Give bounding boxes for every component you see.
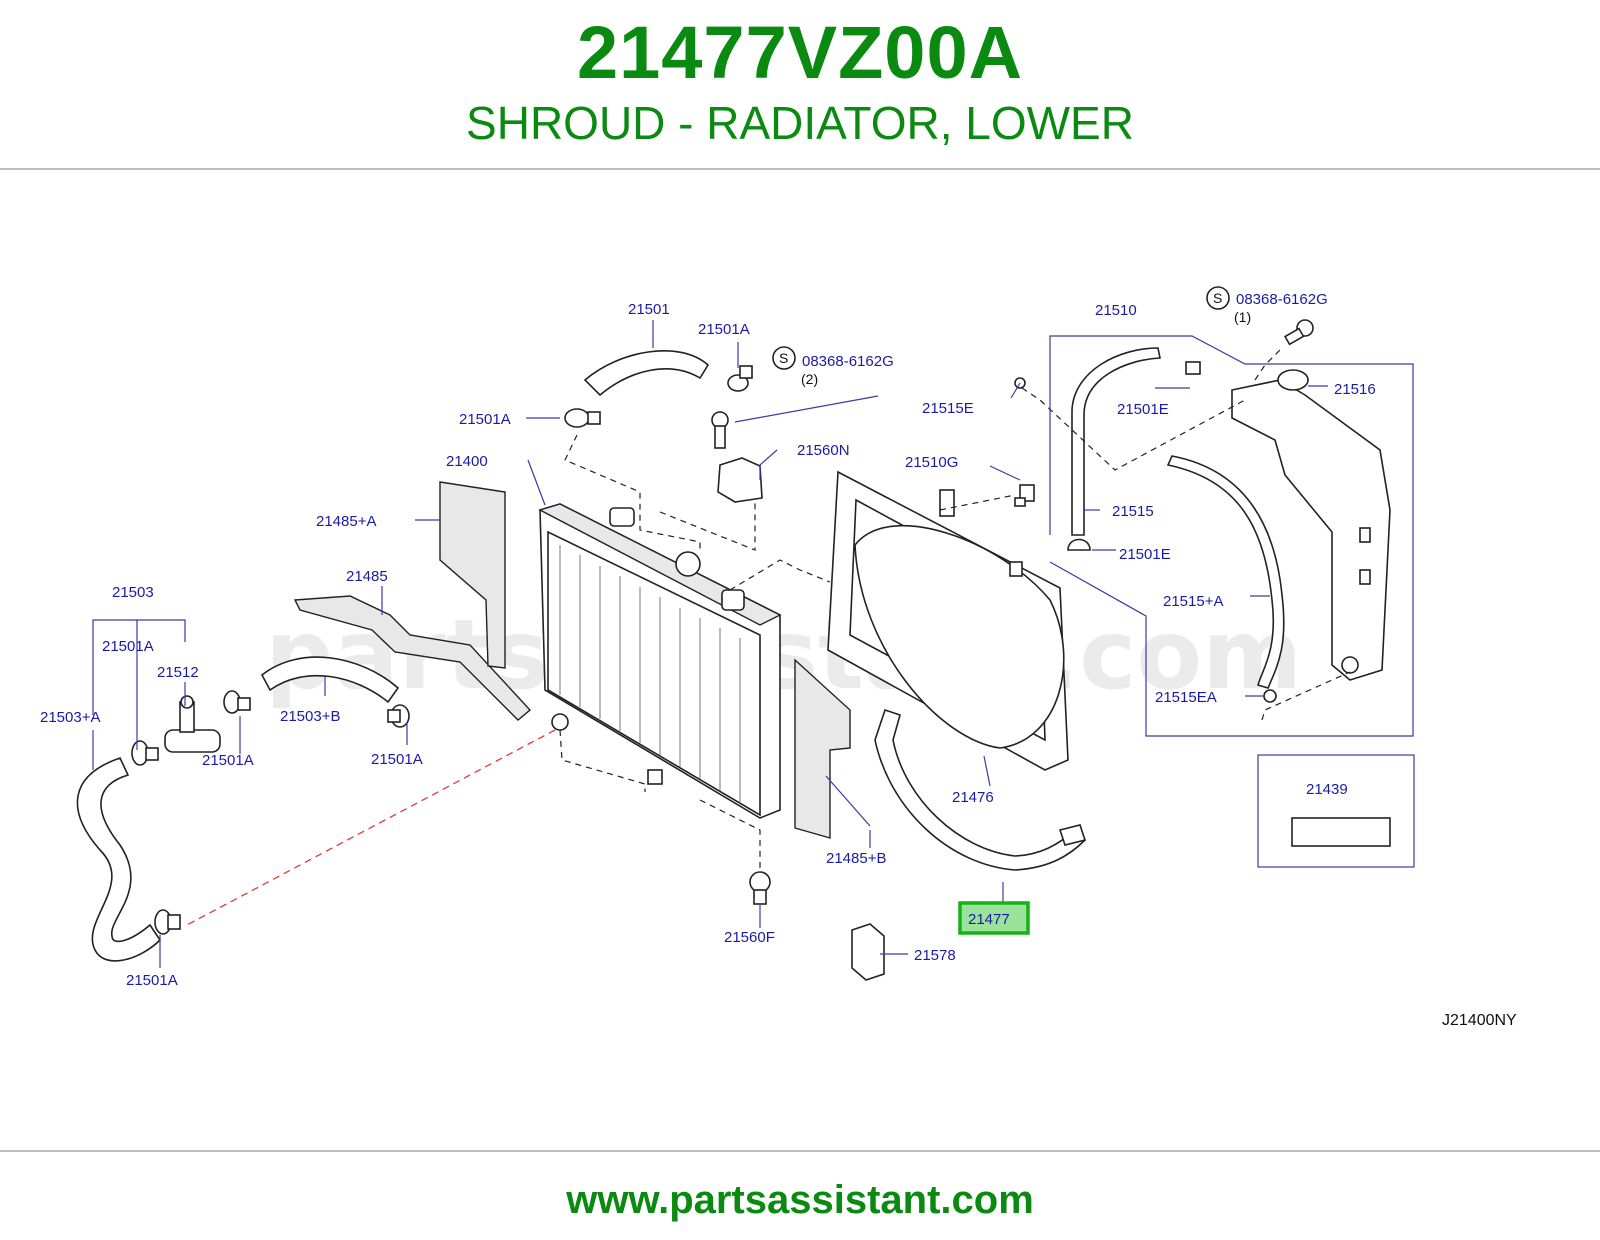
hose-21515[interactable] [1071, 347, 1161, 536]
title-block: 21477VZ00A SHROUD - RADIATOR, LOWER [0, 0, 1600, 170]
callout-21485b[interactable]: 21485+B [826, 850, 886, 867]
clamp-21501e-bottom[interactable] [1067, 538, 1091, 551]
hose-clamp-21501a-lower-left[interactable] [154, 909, 181, 935]
label-21439[interactable] [1291, 817, 1391, 847]
highlight-box-21477 [958, 901, 1030, 935]
callout-08368-mid-qty: (2) [801, 371, 818, 387]
air-guide-21485a[interactable] [439, 481, 506, 669]
callout-21503a[interactable]: 21503+A [40, 709, 100, 726]
callout-21501a-c[interactable]: 21501A [371, 751, 423, 768]
radiator-21400[interactable] [538, 503, 782, 819]
footer-url[interactable]: www.partsassistant.com [566, 1178, 1034, 1222]
bolt-08368-top[interactable] [1283, 319, 1314, 346]
callout-21439[interactable]: 21439 [1306, 781, 1348, 798]
parts-diagram-svg: partsassistant.com [40, 286, 1517, 1029]
callout-21501a-left[interactable]: 21501A [459, 411, 511, 428]
air-guide-21485[interactable] [293, 595, 532, 721]
upper-hose-21501[interactable] [583, 350, 710, 397]
bolt-21510g[interactable] [1014, 484, 1035, 507]
callout-21501a-top[interactable]: 21501A [698, 321, 750, 338]
callout-21485a[interactable]: 21485+A [316, 513, 376, 530]
callout-21501e-bottom[interactable]: 21501E [1119, 546, 1171, 563]
callout-21485[interactable]: 21485 [346, 568, 388, 585]
callout-21503[interactable]: 21503 [112, 584, 154, 601]
bottom-divider [0, 1150, 1600, 1152]
parts-diagram: partsassistant.com [0, 270, 1600, 1080]
hose-clamp-21501a-top-left[interactable] [564, 408, 601, 428]
clip-21515ea[interactable] [1263, 689, 1277, 703]
callout-21516[interactable]: 21516 [1334, 381, 1376, 398]
hose-clamp-21501a-top[interactable] [727, 365, 753, 392]
callout-21501a-b[interactable]: 21501A [202, 752, 254, 769]
callout-21510[interactable]: 21510 [1095, 302, 1137, 319]
callout-21501[interactable]: 21501 [628, 301, 670, 318]
hose-21503b[interactable] [260, 656, 400, 704]
callout-08368-top[interactable]: 08368-6162G [1236, 291, 1328, 308]
red-alignment-line [184, 729, 556, 927]
callout-08368-top-qty: (1) [1234, 309, 1251, 325]
callout-21560f[interactable]: 21560F [724, 929, 775, 946]
bolt-08368-mid[interactable] [711, 411, 729, 449]
part-name-subtitle: SHROUD - RADIATOR, LOWER [466, 97, 1134, 149]
callout-21578[interactable]: 21578 [914, 947, 956, 964]
assembly-guide-lines [184, 349, 1351, 927]
callout-labels: 21501 21501A S 08368-6162G (2) 21501A 21… [40, 290, 1517, 1029]
bracket-21560n[interactable] [717, 457, 763, 503]
callout-21501a-a[interactable]: 21501A [102, 638, 154, 655]
hose-clamp-21501a-right[interactable] [387, 704, 410, 728]
callout-21515a[interactable]: 21515+A [1163, 593, 1223, 610]
callout-21501a-bottom[interactable]: 21501A [126, 972, 178, 989]
lower-hose-21503a[interactable] [76, 757, 162, 962]
hose-clamp-21501a-mid[interactable] [223, 690, 251, 714]
part-block-21578[interactable] [851, 923, 885, 981]
lower-shroud-21477[interactable] [874, 708, 1087, 871]
callout-21503b[interactable]: 21503+B [280, 708, 340, 725]
top-divider [0, 168, 1600, 170]
leader-lines [92, 286, 1415, 968]
callout-21477-highlighted[interactable]: 21477 [968, 911, 1010, 928]
air-guide-21485b[interactable] [794, 658, 851, 839]
callout-21560n[interactable]: 21560N [797, 442, 850, 459]
radiator-shroud-21476[interactable] [827, 470, 1069, 771]
part-number-title: 21477VZ00A [576, 11, 1024, 94]
callout-21515e[interactable]: 21515E [922, 400, 974, 417]
mount-21560f[interactable] [749, 871, 771, 905]
callout-21515ea[interactable]: 21515EA [1155, 689, 1217, 706]
callout-21476[interactable]: 21476 [952, 789, 994, 806]
callout-21400[interactable]: 21400 [446, 453, 488, 470]
reservoir-cap-21516[interactable] [1277, 369, 1309, 391]
diagram-code: J21400NY [1442, 1012, 1517, 1029]
callout-21515[interactable]: 21515 [1112, 503, 1154, 520]
callout-21510g[interactable]: 21510G [905, 454, 958, 471]
s-symbol-mid: S [779, 350, 788, 366]
callout-21501e-top[interactable]: 21501E [1117, 401, 1169, 418]
callout-08368-mid[interactable]: 08368-6162G [802, 353, 894, 370]
hose-connector-21512[interactable] [164, 695, 221, 753]
hose-21515a[interactable] [1166, 455, 1285, 689]
s-symbol-top: S [1213, 290, 1222, 306]
clamp-21501e-top[interactable] [1185, 361, 1201, 375]
callout-21512[interactable]: 21512 [157, 664, 199, 681]
hose-clamp-21501a-upper-left[interactable] [131, 740, 159, 766]
reservoir-tank[interactable] [1231, 379, 1391, 681]
